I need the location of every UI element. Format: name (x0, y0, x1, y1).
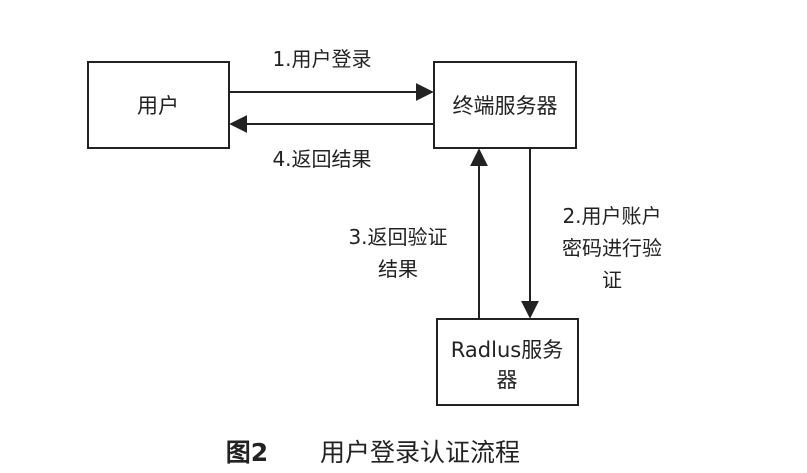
figure-number: 图2 (226, 438, 268, 467)
node-terminal-server: 终端服务器 (433, 61, 577, 149)
node-radius-server: Radlus服务 器 (436, 318, 579, 406)
figure-title: 用户登录认证流程 (320, 438, 520, 467)
edge-3-label-line1: 3.返回验证 (348, 225, 447, 249)
node-user: 用户 (87, 61, 230, 149)
edge-3-return-verification: 3.返回验证 结果 (348, 148, 488, 319)
edge-2-label-line3: 证 (602, 268, 622, 292)
edge-3-label-line2: 结果 (378, 257, 418, 281)
edge-1-label: 1.用户登录 (272, 47, 371, 71)
edge-2-verify-credentials: 2.用户账户 密码进行验 证 (521, 148, 662, 319)
edge-4-return-result: 4.返回结果 (229, 115, 434, 171)
node-user-label: 用户 (137, 94, 179, 118)
figure-caption: 图2 用户登录认证流程 (226, 438, 520, 467)
node-terminal-server-label: 终端服务器 (453, 94, 558, 118)
edge-2-label-line1: 2.用户账户 (562, 204, 661, 228)
node-radius-server-label-line2: 器 (497, 368, 518, 392)
edge-2-label-line2: 密码进行验 (562, 236, 662, 260)
node-radius-server-label-line1: Radlus服务 (451, 338, 563, 362)
edge-4-label: 4.返回结果 (272, 147, 371, 171)
edge-1-user-login: 1.用户登录 (229, 47, 434, 101)
